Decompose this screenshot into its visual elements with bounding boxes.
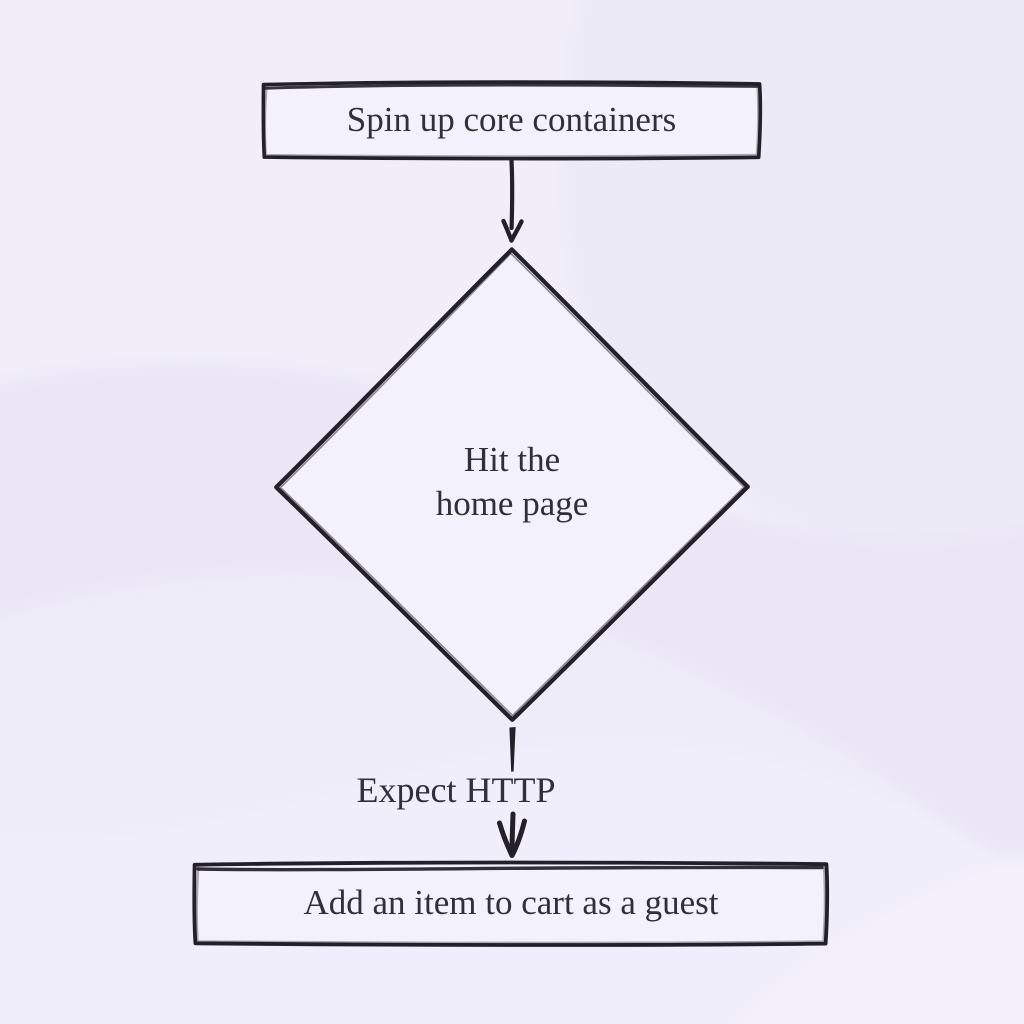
node-label-decision: Hit the home page: [435, 440, 589, 523]
node-shape-start: [261, 80, 763, 161]
end-rect-top-double: [196, 865, 824, 872]
edge-decision-to-end: [497, 727, 527, 858]
arrowhead-down-bold-icon: [497, 818, 527, 858]
end-rect-outline: [192, 860, 830, 947]
start-rect-fill: [265, 84, 758, 156]
edge-label-expect-http: Expect HTTP: [356, 770, 556, 810]
start-rect-top-double: [264, 83, 759, 90]
edge1-shaft: [509, 158, 515, 231]
start-rect-outline: [261, 80, 763, 161]
node-shape-end: [192, 860, 830, 947]
end-rect-sketch: [195, 866, 826, 944]
node-label-end: Add an item to cart as a guest: [303, 883, 719, 922]
node-label-start: Spin up core containers: [346, 100, 677, 139]
end-rect-fill: [196, 864, 825, 943]
decision-diamond-sketch: [279, 252, 745, 717]
edge-start-to-decision: [501, 158, 524, 243]
wave-bottom-right-corner: [727, 852, 1024, 1024]
start-rect-sketch: [264, 85, 760, 158]
node-shape-decision: [274, 247, 750, 722]
decision-diamond-outline: [274, 247, 750, 722]
edge2-taper-shaft: [509, 727, 516, 772]
arrowhead-down-icon: [501, 218, 524, 243]
edge2-lower-shaft: [509, 811, 516, 853]
